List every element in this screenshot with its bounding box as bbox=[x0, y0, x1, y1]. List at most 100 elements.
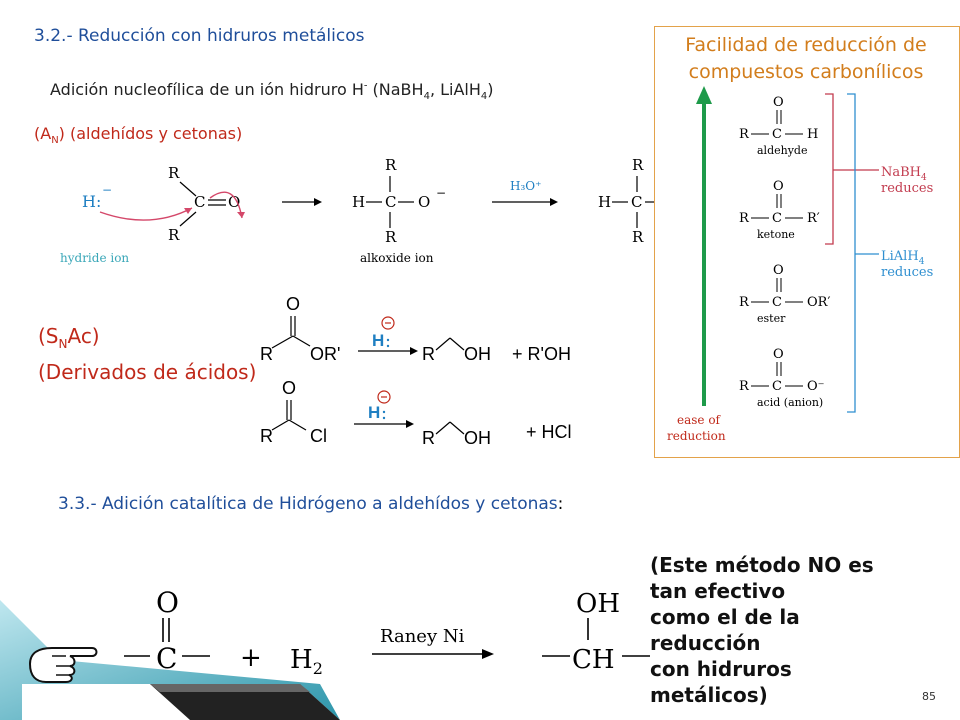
hydrogenation-O: O bbox=[156, 586, 179, 619]
lialh4-text: LiAlH bbox=[881, 249, 919, 264]
ester-product-R: R bbox=[422, 344, 435, 364]
box-row-C: C bbox=[772, 379, 782, 394]
snac-sub: N bbox=[58, 337, 68, 351]
h2-sub: 2 bbox=[313, 659, 323, 678]
box-row-R: R bbox=[739, 295, 750, 310]
snac-line1: (SNAc) bbox=[38, 322, 256, 358]
note-line: reducción bbox=[650, 631, 761, 655]
box-row-O: O bbox=[773, 179, 784, 194]
box-row-C: C bbox=[772, 295, 782, 310]
hydride-H: H: bbox=[82, 192, 101, 211]
alkoxide-H: H bbox=[352, 193, 365, 211]
ease-line1: ease of bbox=[677, 413, 722, 427]
snac-close: Ac) bbox=[67, 324, 100, 348]
box-row-O: O bbox=[773, 95, 784, 110]
nucleophilic-addition-line: Adición nucleofílica de un ión hidruro H… bbox=[50, 80, 494, 102]
acylcl-R: R bbox=[260, 426, 273, 446]
box-title: Facilidad de reducción de compuestos car… bbox=[654, 32, 958, 86]
line1-rest: (NaBH bbox=[367, 80, 424, 99]
box-title-line1: Facilidad de reducción de bbox=[685, 34, 927, 56]
box-row-C: C bbox=[772, 127, 782, 142]
box-row-substituent: O⁻ bbox=[807, 379, 825, 394]
nabh4-text: NaBH bbox=[881, 165, 921, 180]
line1-sub1: 4 bbox=[423, 91, 430, 103]
hydrogenation-OH: OH bbox=[576, 589, 620, 619]
ester-hydride: H bbox=[372, 331, 384, 350]
ester-R: R bbox=[260, 344, 273, 364]
hydrogenation-H2: H2 bbox=[290, 645, 323, 678]
alkoxide-charge: − bbox=[436, 186, 446, 200]
an-label: (AN) (aldehídos y cetonas) bbox=[34, 124, 242, 146]
snac-label: (SNAc) (Derivados de ácidos) bbox=[38, 322, 256, 386]
hydrogenation-C: C bbox=[156, 642, 177, 675]
carbonyl-O: O bbox=[228, 193, 240, 211]
an-sub: N bbox=[51, 135, 59, 147]
ester-reduction-diagram: O R OR' H R OH + R'OH bbox=[260, 294, 571, 364]
slide-corner-decoration bbox=[0, 600, 340, 720]
product-R-bottom: R bbox=[632, 228, 644, 246]
an-close: ) (aldehídos y cetonas) bbox=[58, 124, 243, 143]
h2-text: H bbox=[290, 645, 313, 675]
box-row-substituent: OR′ bbox=[807, 295, 830, 310]
alkoxide-O: O bbox=[418, 193, 430, 211]
acylcl-Cl: Cl bbox=[310, 426, 327, 446]
hydride-mechanism-diagram: H: − hydride ion R C O R R H C O − R alk… bbox=[60, 156, 658, 265]
box-row-caption: ketone bbox=[757, 228, 795, 241]
box-row-substituent: H bbox=[807, 127, 818, 142]
alkoxide-caption: alkoxide ion bbox=[360, 251, 434, 265]
acylcl-plus-hcl: + HCl bbox=[526, 422, 572, 442]
hydride-caption: hydride ion bbox=[60, 251, 129, 265]
alkoxide-R-bottom: R bbox=[385, 228, 397, 246]
reagent-h3o: H₃O⁺ bbox=[510, 179, 541, 193]
ester-OR: OR' bbox=[310, 344, 340, 364]
acylcl-O: O bbox=[282, 378, 296, 398]
method-note: (Este método NO es tan efectivo como el … bbox=[650, 552, 874, 708]
lialh4-reduces: reduces bbox=[881, 265, 933, 280]
note-line: (Este método NO es bbox=[650, 553, 874, 577]
acylcl-product-OH: OH bbox=[464, 428, 491, 448]
snac-line2: (Derivados de ácidos) bbox=[38, 360, 257, 384]
box-row-O: O bbox=[773, 347, 784, 362]
ester-product-OH: OH bbox=[464, 344, 491, 364]
carbonyl-R-bottom: R bbox=[168, 226, 180, 244]
alkoxide-R-top: R bbox=[385, 156, 397, 174]
lialh4-label: LiAlH4 bbox=[881, 249, 925, 267]
nabh4-label: NaBH4 bbox=[881, 165, 927, 183]
line1-sub2: 4 bbox=[480, 91, 488, 103]
hydrogenation-plus: + bbox=[240, 643, 262, 673]
box-row-caption: aldehyde bbox=[757, 144, 807, 157]
box-row-R: R bbox=[739, 127, 750, 142]
acylcl-product-R: R bbox=[422, 428, 435, 448]
an-open: (A bbox=[34, 124, 52, 143]
box-title-line2: compuestos carbonílicos bbox=[688, 61, 924, 83]
ease-line2: reduction bbox=[667, 429, 726, 443]
pointing-hand-icon bbox=[28, 647, 98, 683]
page-number: 85 bbox=[922, 690, 936, 703]
note-line: con hidruros bbox=[650, 657, 792, 681]
line1-mid: , LiAlH bbox=[429, 80, 481, 99]
hydride-charge: − bbox=[102, 183, 112, 197]
product-C: C bbox=[631, 193, 642, 211]
ester-O: O bbox=[286, 294, 300, 314]
acyl-chloride-reduction-diagram: O R Cl H R OH + HCl bbox=[260, 378, 572, 448]
heading-3-3-text: 3.3.- Adición catalítica de Hidrógeno a … bbox=[58, 494, 558, 514]
note-line: metálicos) bbox=[650, 683, 768, 707]
lialh4-sub: 4 bbox=[919, 257, 925, 267]
box-row-caption: ester bbox=[757, 312, 786, 325]
nabh4-sub: 4 bbox=[921, 173, 927, 183]
box-row-C: C bbox=[772, 211, 782, 226]
catalyst-label: Raney Ni bbox=[380, 626, 465, 647]
box-row-R: R bbox=[739, 379, 750, 394]
section-heading-3-3: 3.3.- Adición catalítica de Hidrógeno a … bbox=[58, 494, 563, 514]
line1-end: ) bbox=[487, 80, 494, 99]
alkoxide-C: C bbox=[385, 193, 396, 211]
hydrogenation-CH: CH bbox=[572, 645, 615, 675]
box-row-O: O bbox=[773, 263, 784, 278]
line1-sup: - bbox=[363, 80, 368, 92]
line1-text: Adición nucleofílica de un ión hidruro H bbox=[50, 80, 364, 99]
acylcl-hydride: H bbox=[368, 403, 380, 422]
product-H: H bbox=[598, 193, 611, 211]
nabh4-reduces: reduces bbox=[881, 181, 933, 196]
section-heading-3-2: 3.2.- Reducción con hidruros metálicos bbox=[34, 26, 365, 46]
